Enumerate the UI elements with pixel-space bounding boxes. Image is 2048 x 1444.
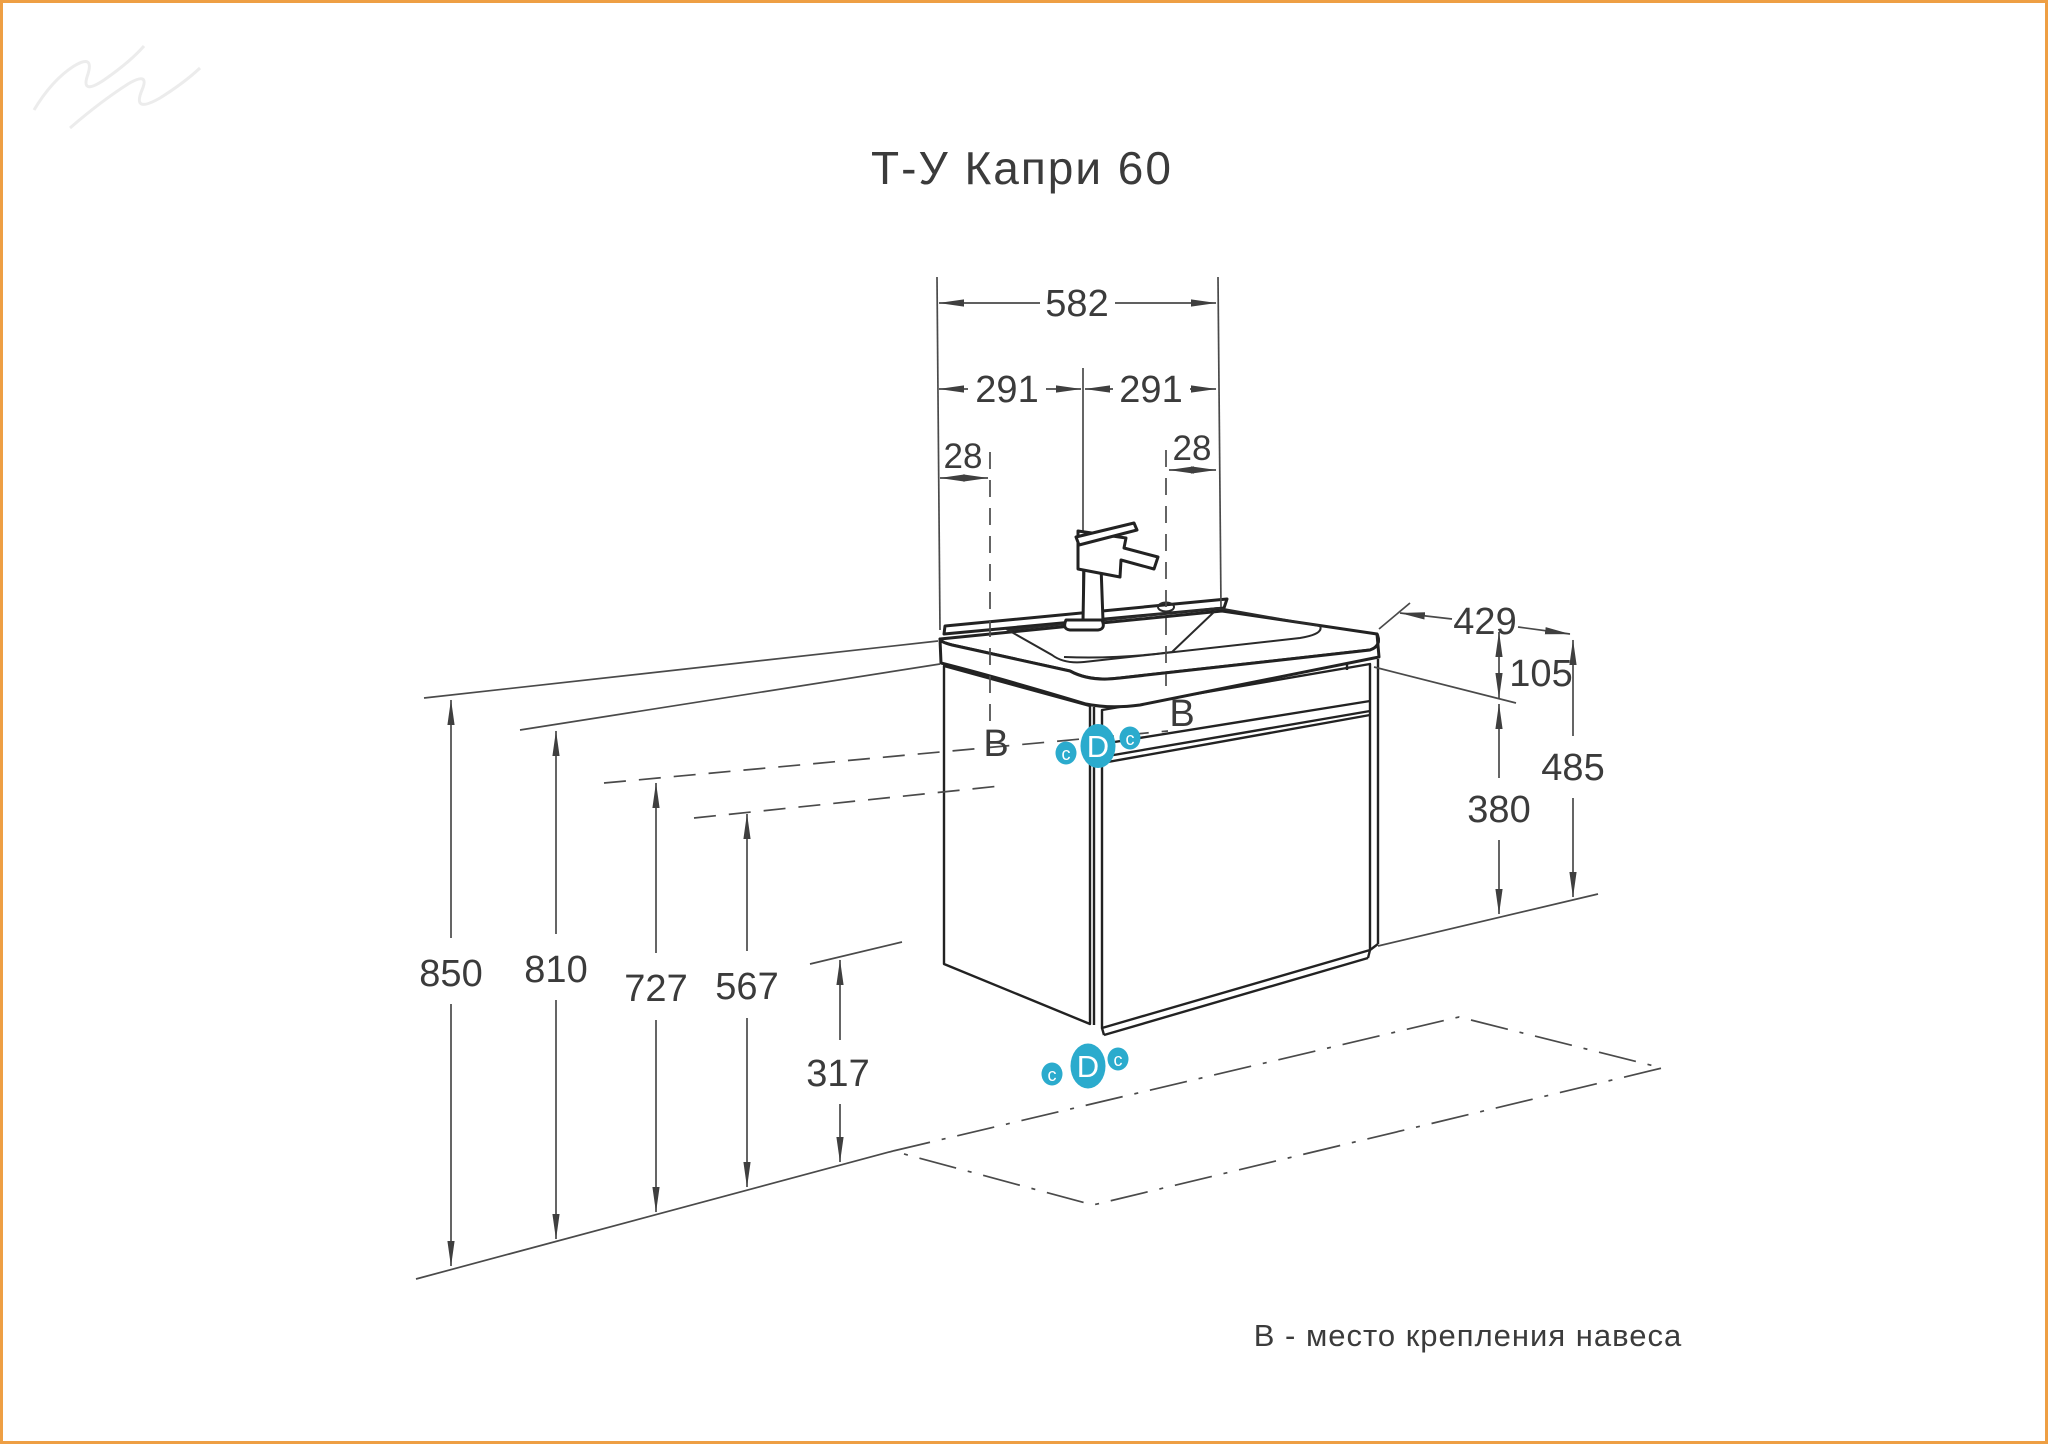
drawing-title: Т-У Капри 60 [871, 142, 1173, 194]
drain-level-tick [809, 941, 903, 965]
door-bottom-cap-left [1100, 1027, 1106, 1036]
cabinet-side-panel [942, 664, 1092, 1026]
hanger-level-line [603, 730, 1169, 784]
svg-text:380: 380 [1467, 789, 1530, 831]
proj-counter-bottom [519, 663, 941, 731]
vanity-unit [938, 597, 1381, 1037]
svg-text:28: 28 [1173, 429, 1212, 468]
marker-lower-right [1107, 1047, 1129, 1071]
svg-text:810: 810 [524, 949, 587, 991]
svg-text:429: 429 [1453, 601, 1516, 643]
svg-text:582: 582 [1045, 283, 1108, 325]
counter-front-face [938, 632, 1381, 709]
hanger-markers-upper: c D c [1055, 724, 1141, 768]
dim-offset-right: 28 [1168, 429, 1217, 474]
reference-lines [415, 276, 1663, 1280]
proj-counter-top [423, 640, 939, 699]
dim-door-height: 380 [1467, 703, 1531, 915]
dim-floor-to-counter-bottom: 810 [524, 730, 588, 1240]
svg-text:291: 291 [1119, 369, 1182, 411]
svg-text:317: 317 [806, 1053, 869, 1095]
cabinet-corner-join [1369, 943, 1379, 951]
dim-unit-height: 485 [1541, 639, 1605, 898]
dim-floor-to-mid: 567 [715, 813, 779, 1188]
marker-lower-center [1070, 1043, 1106, 1089]
svg-text:c: c [1062, 744, 1071, 764]
dim-half-left: 291 [938, 369, 1082, 411]
faucet-base [1063, 618, 1105, 632]
svg-text:D: D [1077, 1049, 1099, 1084]
svg-text:c: c [1114, 1050, 1123, 1070]
mid-level-line [693, 785, 1001, 819]
svg-text:850: 850 [419, 953, 482, 995]
hanger-point-label-side: B [983, 723, 1008, 765]
handle-rail-top [1101, 699, 1371, 746]
marker-upper-right [1119, 726, 1141, 750]
dim-total-width: 582 [938, 283, 1217, 325]
marker-upper-center [1080, 724, 1116, 768]
watermark-squiggle [32, 45, 202, 130]
dimensions: 582 291 291 28 28 429 [419, 283, 1605, 1267]
basin-bowl [1063, 611, 1215, 659]
dim-floor-to-top: 850 [419, 699, 483, 1267]
svg-text:c: c [1126, 729, 1135, 749]
proj-depth-corner [1378, 602, 1411, 630]
faucet-body-spout [1076, 529, 1160, 579]
svg-text:291: 291 [975, 369, 1038, 411]
handle-rail-bottom [1101, 713, 1371, 765]
dim-half-right: 291 [1084, 369, 1217, 411]
dim-depth: 429 [1399, 601, 1571, 643]
door-bottom-cap-right [1366, 949, 1372, 959]
ext-line-right [1217, 276, 1222, 608]
dim-offset-left: 28 [939, 437, 989, 482]
svg-text:28: 28 [944, 437, 983, 476]
svg-text:105: 105 [1509, 653, 1572, 695]
proj-rail-level [1373, 666, 1517, 704]
dim-floor-to-hanger: 727 [624, 782, 688, 1213]
svg-text:485: 485 [1541, 747, 1604, 789]
door-bottom-edge [1103, 956, 1369, 1037]
drain-markers-lower: c D c [1041, 1043, 1129, 1089]
svg-text:c: c [1048, 1065, 1057, 1085]
svg-text:727: 727 [624, 968, 687, 1010]
dim-floor-to-drain: 317 [806, 959, 870, 1163]
proj-cabinet-bottom [1377, 893, 1599, 947]
faucet-lever [1074, 521, 1139, 547]
floor-line [415, 1150, 894, 1280]
svg-text:D: D [1087, 729, 1109, 764]
hanger-point-label-front: B [1169, 693, 1194, 735]
svg-text:567: 567 [715, 966, 778, 1008]
dim-top-to-rail: 105 [1495, 631, 1573, 699]
marker-upper-left [1055, 741, 1077, 765]
floor-outline [892, 1016, 1663, 1206]
marker-lower-left [1041, 1062, 1063, 1086]
ext-line-left [936, 276, 941, 631]
faucet [1063, 521, 1160, 632]
legend-note: В - место крепления навеса [1254, 1318, 1682, 1353]
handle-rail-mid [1101, 709, 1371, 759]
